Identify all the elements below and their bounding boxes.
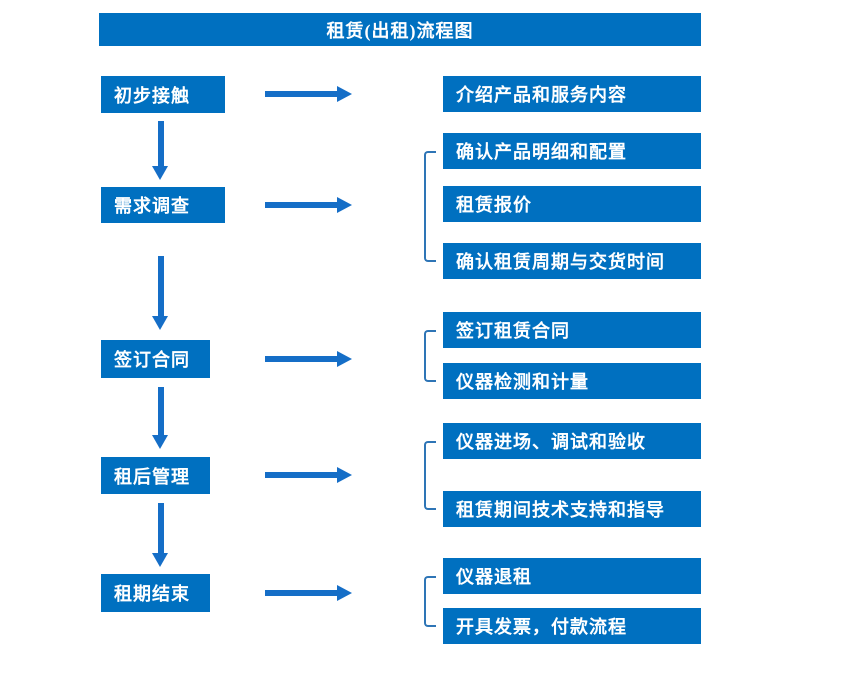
detail-box-instrument-inspection: 仪器检测和计量 xyxy=(443,363,701,399)
detail-box-confirm-rental-period: 确认租赁周期与交货时间 xyxy=(443,243,701,279)
detail-box-sign-rental-contract: 签订租赁合同 xyxy=(443,312,701,348)
group-bracket-icon xyxy=(424,441,436,510)
step-box-rental-period-end: 租期结束 xyxy=(101,574,210,612)
group-bracket-icon xyxy=(424,576,436,627)
detail-box-introduce-products: 介绍产品和服务内容 xyxy=(443,76,701,112)
detail-box-instrument-return: 仪器退租 xyxy=(443,558,701,594)
right-arrow-icon xyxy=(265,197,352,213)
flowchart-title: 租赁(出租)流程图 xyxy=(99,13,701,46)
right-arrow-icon xyxy=(265,86,352,102)
step-box-demand-survey: 需求调查 xyxy=(101,187,225,223)
detail-box-instrument-setup: 仪器进场、调试和验收 xyxy=(443,423,701,459)
step-box-post-rental-management: 租后管理 xyxy=(101,457,210,494)
step-box-contract-signing: 签订合同 xyxy=(101,340,210,378)
down-arrow-icon xyxy=(152,256,169,330)
step-box-initial-contact: 初步接触 xyxy=(101,76,225,113)
right-arrow-icon xyxy=(265,585,352,601)
detail-box-invoice-payment: 开具发票，付款流程 xyxy=(443,608,701,644)
down-arrow-icon xyxy=(152,121,169,180)
group-bracket-icon xyxy=(424,151,436,262)
detail-box-confirm-product-details: 确认产品明细和配置 xyxy=(443,133,701,169)
down-arrow-icon xyxy=(152,387,169,449)
down-arrow-icon xyxy=(152,503,169,567)
detail-box-rental-quote: 租赁报价 xyxy=(443,186,701,222)
right-arrow-icon xyxy=(265,351,352,367)
group-bracket-icon xyxy=(424,330,436,382)
detail-box-technical-support: 租赁期间技术支持和指导 xyxy=(443,491,701,527)
right-arrow-icon xyxy=(265,467,352,483)
